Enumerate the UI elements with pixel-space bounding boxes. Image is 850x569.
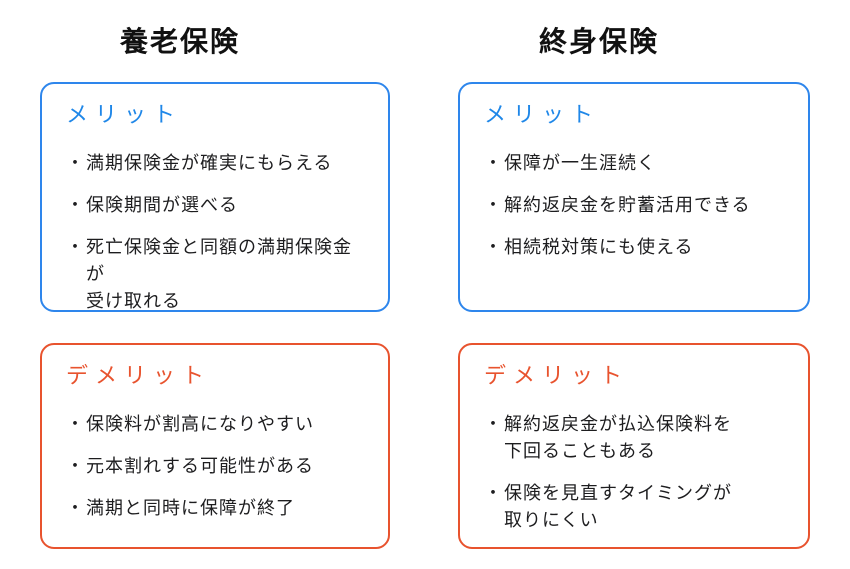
list-item-text: 保険期間が選べる [86,195,238,215]
list-item-text: 解約返戻金を貯蓄活用できる [504,195,751,215]
bullet-icon: ・ [66,456,85,476]
list-item-text: 保障が一生涯続く [504,153,656,173]
list-item: ・ 満期と同時に保障が終了 [66,495,370,522]
demerit-box-wholelife: デメリット ・ 解約返戻金が払込保険料を 下回ることもある ・ 保険を見直すタイ… [458,343,810,549]
list-item: ・ 保険料が割高になりやすい [66,411,370,438]
demerit-heading: デメリット [66,363,212,388]
merit-heading: メリット [484,102,601,127]
bullet-icon: ・ [484,237,503,257]
bullet-icon: ・ [66,195,85,215]
list-item: ・ 元本割れする可能性がある [66,453,370,480]
demerit-heading: デメリット [484,363,630,388]
column-title-wholelife: 終身保険 [538,26,659,57]
list-item: ・ 保障が一生涯続く [484,150,790,177]
column-endowment: 養老保険 メリット ・ 満期保険金が確実にもらえる ・ 保険期間が選べる ・ 死… [40,0,390,569]
list-item: ・ 解約返戻金が払込保険料を 下回ることもある [484,411,790,465]
merit-heading: メリット [66,102,183,127]
bullet-icon: ・ [66,414,85,434]
list-item: ・ 保険を見直すタイミングが 取りにくい [484,480,790,534]
bullet-icon: ・ [484,414,503,434]
list-item-text: 解約返戻金が払込保険料を 下回ることもある [504,414,732,461]
bullet-icon: ・ [484,195,503,215]
bullet-icon: ・ [484,483,503,503]
bullet-icon: ・ [66,498,85,518]
column-title-endowment: 養老保険 [119,26,240,57]
list-item: ・ 相続税対策にも使える [484,234,790,261]
column-wholelife: 終身保険 メリット ・ 保障が一生涯続く ・ 解約返戻金を貯蓄活用できる ・ 相… [458,0,810,569]
list-item-text: 元本割れする可能性がある [86,456,314,476]
bullet-icon: ・ [66,237,85,257]
list-item-text: 相続税対策にも使える [504,237,694,257]
list-item-text: 死亡保険金と同額の満期保険金が 受け取れる [86,237,352,311]
list-item-text: 満期と同時に保障が終了 [86,498,295,518]
merit-box-wholelife: メリット ・ 保障が一生涯続く ・ 解約返戻金を貯蓄活用できる ・ 相続税対策に… [458,82,810,312]
list-item: ・ 死亡保険金と同額の満期保険金が 受け取れる [66,234,370,315]
list-item: ・ 満期保険金が確実にもらえる [66,150,370,177]
bullet-icon: ・ [484,153,503,173]
merit-box-endowment: メリット ・ 満期保険金が確実にもらえる ・ 保険期間が選べる ・ 死亡保険金と… [40,82,390,312]
list-item: ・ 解約返戻金を貯蓄活用できる [484,192,790,219]
list-item-text: 保険料が割高になりやすい [86,414,314,434]
bullet-icon: ・ [66,153,85,173]
demerit-box-endowment: デメリット ・ 保険料が割高になりやすい ・ 元本割れする可能性がある ・ 満期… [40,343,390,549]
list-item-text: 満期保険金が確実にもらえる [86,153,333,173]
list-item-text: 保険を見直すタイミングが 取りにくい [504,483,732,530]
list-item: ・ 保険期間が選べる [66,192,370,219]
